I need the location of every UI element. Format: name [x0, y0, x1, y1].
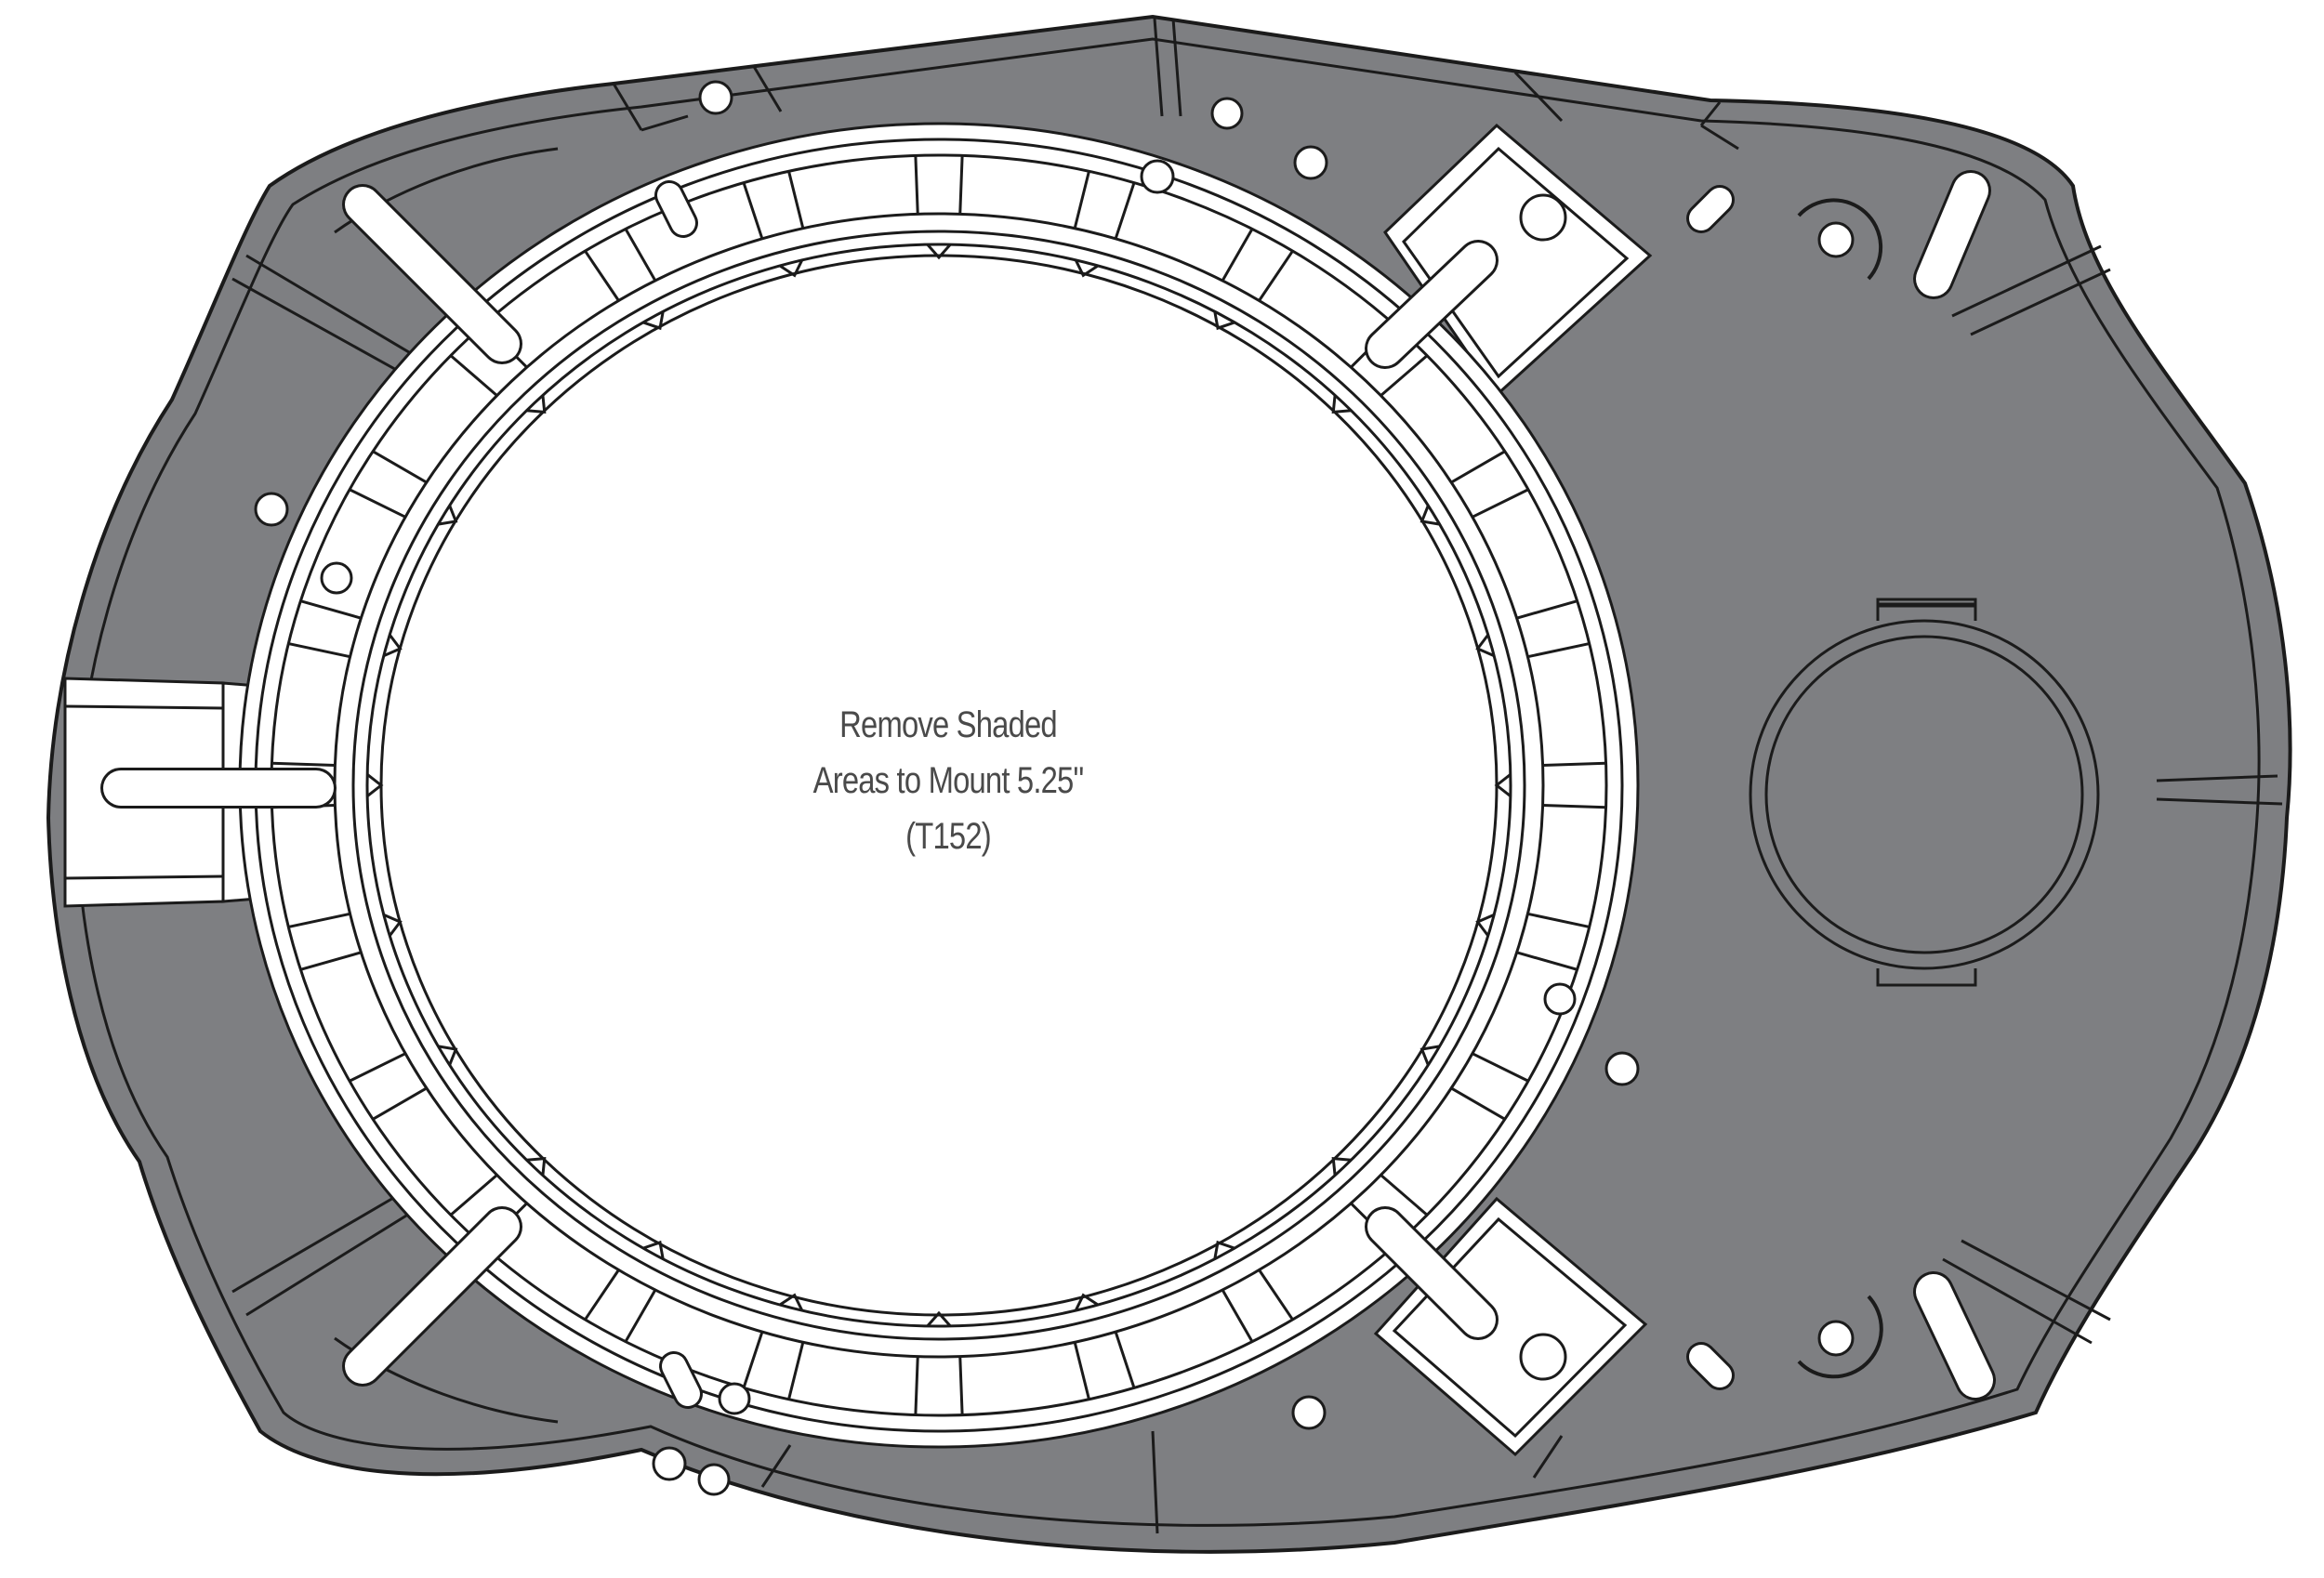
- ring-nub: [383, 913, 403, 937]
- ring-tab: [1073, 1331, 1136, 1400]
- ring-nub: [1213, 310, 1235, 331]
- ring-nub: [926, 1310, 952, 1327]
- ring-nub: [1213, 1240, 1235, 1260]
- ring-nub: [926, 243, 952, 260]
- ring-nub: [642, 1240, 665, 1260]
- ring-tab: [1450, 1052, 1529, 1121]
- ring-nub: [779, 1293, 804, 1311]
- ring-nub: [1475, 913, 1495, 937]
- ring-tab: [584, 228, 657, 302]
- ring-nub: [1419, 505, 1440, 526]
- ring-tab: [1221, 228, 1294, 302]
- terminal-boss: [1749, 598, 2100, 987]
- ring-tab: [349, 1052, 428, 1121]
- slot-bottom-right: [1367, 1209, 1496, 1337]
- ring-tab: [288, 599, 362, 659]
- retaining-clips: [1797, 198, 1883, 1379]
- ring-nub: [526, 1156, 547, 1176]
- screw-holes: [254, 80, 1855, 1496]
- ring-tab: [742, 171, 805, 240]
- ring-nub: [1074, 259, 1099, 278]
- ring-nub: [438, 505, 458, 526]
- ring-tab: [742, 1331, 805, 1400]
- slot-bottom-left: [345, 1209, 520, 1384]
- ring-tab: [349, 450, 428, 519]
- slot-top-left: [345, 187, 520, 362]
- ring-tab: [914, 1356, 964, 1415]
- ring-nub: [1419, 1045, 1440, 1066]
- ring-nub: [526, 395, 547, 414]
- ring-nub: [1494, 773, 1512, 797]
- ring-tab: [584, 1269, 657, 1343]
- ring-tab: [1221, 1269, 1294, 1343]
- slot-top-right: [1367, 243, 1496, 366]
- slot-small-right-bottom: [1689, 1345, 1732, 1387]
- ring-nub: [1074, 1293, 1099, 1311]
- ring-tab: [1450, 450, 1529, 519]
- slot-small-top: [657, 183, 695, 235]
- ring-tab: [914, 155, 964, 215]
- label-line-2: Areas to Mount 5.25": [812, 760, 1084, 801]
- ring-nub: [383, 634, 403, 658]
- ring-tab: [1542, 761, 1606, 809]
- ring-nub: [366, 773, 384, 797]
- ring-tab: [1073, 171, 1136, 240]
- ring-nub: [438, 1045, 458, 1066]
- ring-tabs: [271, 155, 1606, 1415]
- ring-tab: [288, 912, 362, 971]
- slot-small-bottom: [662, 1354, 700, 1406]
- ring-tab: [1516, 912, 1590, 971]
- ring-nub: [1331, 395, 1352, 414]
- slot-far-bottom-right: [1916, 1274, 1993, 1398]
- ring-tab: [1516, 599, 1590, 659]
- mounting-slots: [100, 170, 1996, 1409]
- mounting-instruction-label: Remove Shaded Areas to Mount 5.25" (T152…: [750, 697, 1146, 864]
- ring-nub: [1331, 1156, 1352, 1176]
- label-line-1: Remove Shaded: [839, 704, 1057, 745]
- rib-lines: [231, 18, 2283, 1534]
- label-line-3: (T152): [905, 816, 992, 857]
- ring-nub: [642, 310, 665, 331]
- slot-small-right-top: [1689, 188, 1732, 230]
- slot-far-top-right: [1916, 173, 1988, 296]
- ring-nub: [779, 259, 804, 278]
- ring-nub: [1475, 634, 1495, 658]
